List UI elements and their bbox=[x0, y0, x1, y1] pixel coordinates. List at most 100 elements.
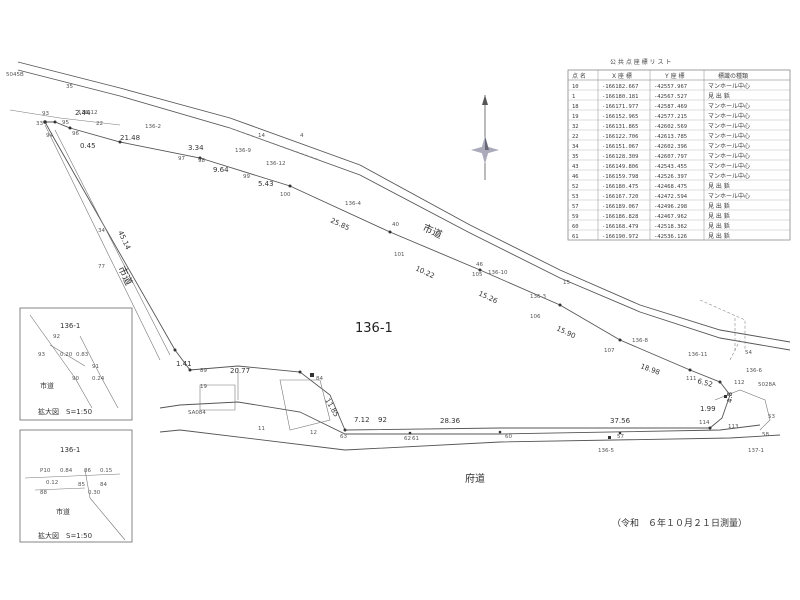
svg-text:25.85: 25.85 bbox=[329, 217, 351, 233]
table-cell: -42468.475 bbox=[654, 184, 687, 190]
svg-text:113: 113 bbox=[728, 424, 739, 430]
table-cell: マンホール中心 bbox=[708, 172, 750, 180]
svg-text:0.45: 0.45 bbox=[80, 142, 96, 150]
table-cell: -42472.594 bbox=[654, 194, 688, 200]
svg-text:拡大図 S=1:50: 拡大図 S=1:50 bbox=[38, 531, 92, 540]
svg-text:136-12: 136-12 bbox=[266, 161, 285, 167]
svg-text:100: 100 bbox=[280, 192, 291, 198]
svg-text:19: 19 bbox=[200, 384, 207, 390]
svg-text:0.84: 0.84 bbox=[60, 468, 73, 474]
svg-text:46: 46 bbox=[476, 262, 483, 268]
benchmark-labels: 5045B 5028A SA084 bbox=[6, 72, 776, 416]
svg-text:33: 33 bbox=[36, 121, 43, 127]
table-cell: -166131.865 bbox=[602, 124, 638, 130]
north-arrow-icon bbox=[471, 95, 499, 180]
table-cell: -166180.475 bbox=[602, 184, 638, 190]
table-cell: -42613.785 bbox=[654, 134, 687, 140]
svg-text:62: 62 bbox=[404, 436, 411, 442]
table-cell: 22 bbox=[572, 134, 579, 140]
svg-text:34: 34 bbox=[98, 228, 105, 234]
svg-text:136-2: 136-2 bbox=[145, 124, 161, 130]
svg-text:1.99: 1.99 bbox=[700, 405, 716, 413]
svg-text:136-9: 136-9 bbox=[235, 148, 251, 154]
svg-text:11.85: 11.85 bbox=[323, 397, 340, 418]
svg-text:2.44: 2.44 bbox=[75, 109, 91, 117]
svg-text:0.83: 0.83 bbox=[76, 352, 89, 358]
svg-text:136-5: 136-5 bbox=[598, 448, 614, 454]
table-cell: -42518.362 bbox=[654, 224, 687, 230]
table-cell: 35 bbox=[572, 154, 579, 160]
survey-date: （令和 ６年１０月２１日測量） bbox=[612, 517, 747, 529]
svg-text:112: 112 bbox=[734, 380, 745, 386]
survey-points bbox=[43, 120, 727, 439]
svg-text:0.24: 0.24 bbox=[92, 376, 105, 382]
table-cell: -42602.569 bbox=[654, 124, 687, 130]
inset-1: 136-1 92 93 0.20 0.83 91 90 0.24 市道 拡大図 … bbox=[19, 307, 133, 421]
svg-text:61: 61 bbox=[412, 436, 419, 442]
svg-text:137-1: 137-1 bbox=[748, 448, 764, 454]
prefectural-road-lines bbox=[159, 368, 781, 451]
table-cell: -42496.298 bbox=[654, 204, 687, 210]
svg-text:標識の種類: 標識の種類 bbox=[718, 72, 748, 80]
table-cell: -166168.479 bbox=[602, 224, 638, 230]
table-cell: -42536.126 bbox=[654, 234, 687, 240]
table-cell: -42467.962 bbox=[654, 214, 687, 220]
table-cell: -166151.067 bbox=[602, 144, 638, 150]
svg-text:96: 96 bbox=[72, 131, 79, 137]
table-cell: マンホール中心 bbox=[708, 192, 750, 200]
table-cell: 60 bbox=[572, 224, 579, 230]
table-cell: 見 出 鋲 bbox=[708, 182, 730, 190]
table-cell: -166167.720 bbox=[602, 194, 638, 200]
table-cell: -166122.706 bbox=[602, 134, 638, 140]
table-cell: -166180.181 bbox=[602, 94, 638, 100]
svg-text:5045B: 5045B bbox=[6, 72, 24, 78]
svg-text:45.14: 45.14 bbox=[116, 229, 132, 251]
table-cell: 見 出 鋲 bbox=[708, 212, 730, 220]
table-cell: マンホール中心 bbox=[708, 82, 750, 90]
table-cell: -166182.667 bbox=[602, 84, 638, 90]
auxiliary-lines bbox=[229, 127, 746, 361]
table-cell: -166159.798 bbox=[602, 174, 638, 180]
svg-text:4.8: 4.8 bbox=[726, 392, 734, 403]
table-cell: 53 bbox=[572, 194, 579, 200]
coordinate-table: 公 共 点 座 標 リ ス ト 点 名 X 座 標 Y 座 標 標識の種類 10… bbox=[567, 58, 791, 241]
svg-text:15.90: 15.90 bbox=[555, 325, 577, 341]
table-cell: マンホール中心 bbox=[708, 122, 750, 130]
svg-text:101: 101 bbox=[394, 252, 405, 258]
svg-text:93: 93 bbox=[42, 111, 49, 117]
table-cell: -42607.797 bbox=[654, 154, 687, 160]
svg-text:35: 35 bbox=[66, 84, 73, 90]
svg-text:20.77: 20.77 bbox=[230, 367, 250, 375]
svg-text:40: 40 bbox=[392, 222, 399, 228]
svg-text:136-12: 136-12 bbox=[78, 110, 97, 116]
svg-text:0.20: 0.20 bbox=[60, 352, 73, 358]
svg-text:85: 85 bbox=[78, 482, 85, 488]
table-cell: -166149.806 bbox=[602, 164, 638, 170]
svg-text:136-3: 136-3 bbox=[530, 294, 546, 300]
svg-text:11: 11 bbox=[258, 426, 265, 432]
table-cell: 52 bbox=[572, 184, 579, 190]
svg-text:18.98: 18.98 bbox=[639, 362, 661, 376]
svg-text:111: 111 bbox=[686, 376, 697, 382]
table-cell: マンホール中心 bbox=[708, 132, 750, 140]
table-cell: 32 bbox=[572, 124, 579, 130]
svg-text:114: 114 bbox=[699, 420, 710, 426]
svg-text:37.56: 37.56 bbox=[610, 417, 631, 425]
table-cell: -42577.215 bbox=[654, 114, 687, 120]
city-road-lines bbox=[9, 61, 791, 351]
svg-text:4: 4 bbox=[300, 133, 304, 139]
svg-text:91: 91 bbox=[92, 364, 99, 370]
point-number-labels: 33 93 94 95 96 97 98 99 100 101 105 106 … bbox=[36, 84, 775, 442]
svg-text:57: 57 bbox=[617, 434, 624, 440]
table-cell: -166152.965 bbox=[602, 114, 638, 120]
table-cell: 46 bbox=[572, 174, 579, 180]
table-cell: 57 bbox=[572, 204, 579, 210]
svg-text:63: 63 bbox=[340, 434, 347, 440]
svg-text:点 名: 点 名 bbox=[572, 72, 586, 80]
table-cell: -42543.455 bbox=[654, 164, 687, 170]
table-cell: マンホール中心 bbox=[708, 162, 750, 170]
svg-text:95: 95 bbox=[62, 120, 69, 126]
svg-text:7.12: 7.12 bbox=[354, 416, 370, 424]
svg-text:5028A: 5028A bbox=[758, 382, 776, 388]
